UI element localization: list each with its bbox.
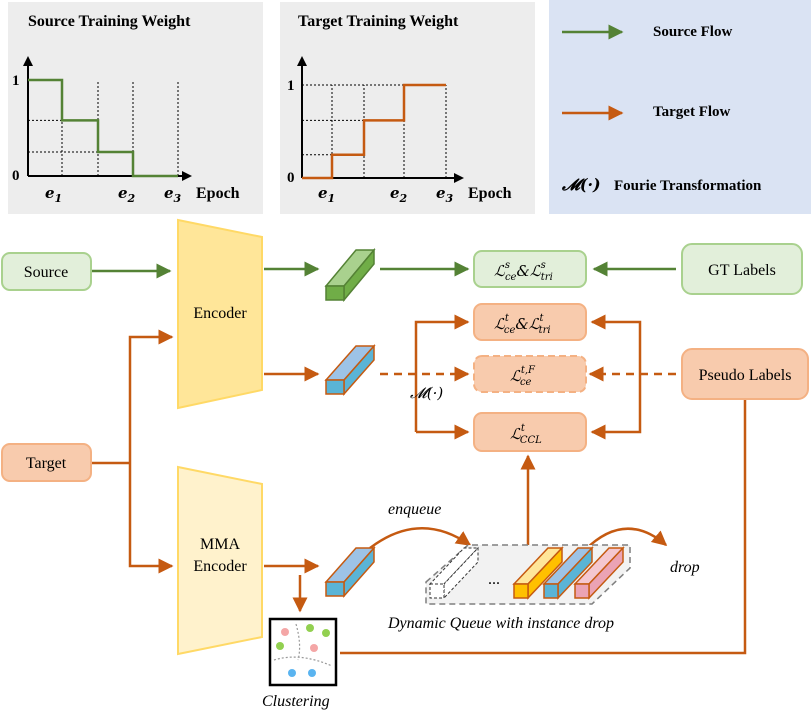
- queue-pink-feature: [573, 546, 625, 600]
- source-weight-chart: Source Training Weight 1 0 e1 e2 e3 Epoc…: [8, 2, 263, 214]
- svg-text:Target: Target: [26, 455, 67, 472]
- legend-background: [549, 0, 811, 214]
- source-x-axis-label: Epoch: [196, 185, 240, 202]
- queue-caption: Dynamic Queue with instance drop: [387, 615, 614, 632]
- cluster-point: [310, 644, 318, 652]
- cluster-point: [308, 669, 316, 677]
- target-step-curve: [302, 83, 446, 180]
- cluster-point: [281, 628, 289, 636]
- cluster-point: [322, 629, 330, 637]
- legend-fourier-label: Fourie Transformation: [614, 178, 762, 194]
- mma-encoder-block: MMA Encoder: [177, 465, 263, 656]
- source-node: Source: [1, 252, 92, 291]
- svg-text:Encoder: Encoder: [193, 558, 247, 575]
- target-feature-bar: [324, 344, 376, 396]
- pseudo-labels-node: Pseudo Labels: [681, 348, 809, 400]
- mma-feature-bar: [324, 546, 376, 598]
- queue-blue-feature: [542, 546, 594, 600]
- svg-text:ℒt,Fce: ℒt,Fce: [510, 365, 536, 388]
- target-x-axis-label: Epoch: [468, 185, 512, 202]
- queue-empty-slot: [428, 546, 480, 600]
- legend-target-flow: Target Flow: [653, 104, 731, 120]
- dynamic-queue: ...: [425, 544, 631, 605]
- target-chart-title: Target Training Weight: [298, 13, 459, 30]
- encoder-block: Encoder: [177, 218, 263, 410]
- source-y-top-label: 1: [12, 73, 20, 89]
- source-y-zero-label: 0: [12, 168, 20, 184]
- target-x-arrowhead: [454, 173, 464, 183]
- cluster-point: [288, 669, 296, 677]
- target-tick-e1: e1: [318, 184, 335, 205]
- legend-panel: Source Flow Target Flow 𝓜(·) Fourie Tran…: [549, 0, 811, 214]
- cluster-point: [276, 642, 284, 650]
- enqueue-label: enqueue: [388, 501, 441, 518]
- source-chart-title: Source Training Weight: [28, 13, 191, 30]
- target-y-zero-label: 0: [287, 170, 295, 186]
- clustering-label: Clustering: [262, 693, 330, 710]
- target-chart-background: [280, 2, 535, 214]
- source-tick-e2: e2: [118, 184, 136, 205]
- clustering-box: [268, 617, 338, 687]
- source-feature-bar: [324, 247, 376, 303]
- source-tick-e1: e1: [45, 184, 62, 205]
- target-y-top-label: 1: [287, 78, 295, 94]
- target-node: Target: [1, 443, 92, 482]
- target-tick-e3: e3: [436, 184, 454, 205]
- legend-fourier-symbol: 𝓜(·): [561, 175, 601, 194]
- source-y-arrowhead: [23, 56, 33, 66]
- target-flow-lines: [92, 314, 753, 655]
- svg-text:GT Labels: GT Labels: [708, 262, 776, 279]
- target-weight-chart: Target Training Weight 1 0 e1 e2 e3 Epoc…: [280, 2, 535, 214]
- source-flow-lines: [92, 261, 676, 279]
- drop-label: drop: [670, 559, 700, 576]
- svg-text:Source: Source: [24, 264, 68, 281]
- source-tick-e3: e3: [164, 184, 182, 205]
- queue-ellipsis: ...: [488, 571, 500, 588]
- source-chart-background: [8, 2, 263, 214]
- source-step-curve: [28, 78, 178, 178]
- svg-text:Encoder: Encoder: [193, 305, 247, 322]
- fourier-arrow-label: 𝓜(·): [410, 384, 443, 402]
- legend-source-flow: Source Flow: [653, 24, 732, 40]
- source-x-arrowhead: [182, 171, 192, 181]
- svg-text:MMA: MMA: [200, 536, 240, 553]
- target-tick-e2: e2: [390, 184, 408, 205]
- gt-labels-node: GT Labels: [681, 243, 803, 295]
- cluster-point: [306, 624, 314, 632]
- queue-yellow-feature: [512, 546, 564, 600]
- svg-text:Pseudo Labels: Pseudo Labels: [699, 367, 792, 384]
- target-y-arrowhead: [297, 56, 307, 66]
